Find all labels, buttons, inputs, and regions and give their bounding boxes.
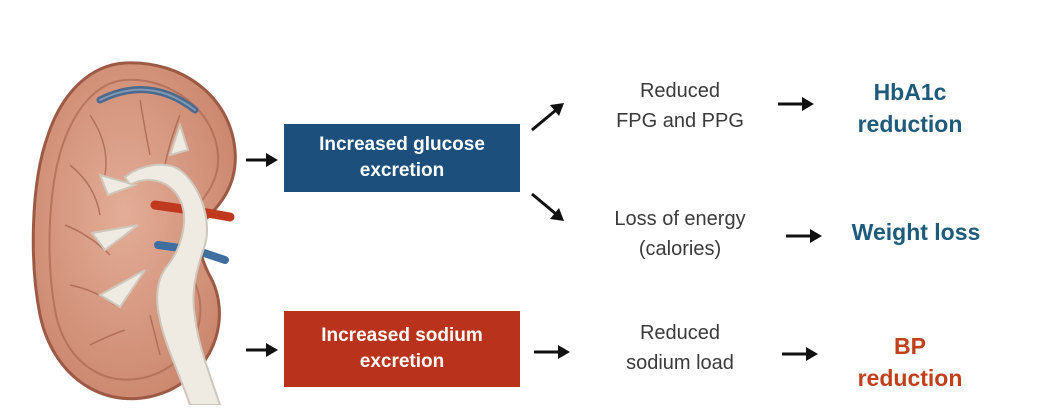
glucose-box-line1: Increased glucose	[319, 134, 485, 155]
reduced-sodium-load-label: Reduced sodium load	[580, 318, 780, 378]
glucose-box-line2: excretion	[359, 160, 445, 181]
bp-line1: BP	[894, 333, 926, 359]
weight-loss-outcome: Weight loss	[826, 216, 1006, 248]
kidney-cross-section-icon	[31, 61, 237, 405]
arrow-load-to-bp	[782, 347, 818, 361]
sodium-box-line1: Increased sodium	[321, 325, 483, 346]
reduced-fpg-ppg-label: Reduced FPG and PPG	[580, 76, 780, 136]
arrow-glucose-to-energy	[531, 192, 564, 221]
arrow-kidney-to-glucose	[246, 153, 278, 167]
bp-reduction-outcome: BP reduction	[830, 330, 990, 394]
arrow-glucose-to-fpg	[531, 103, 564, 132]
loss-energy-line1: Loss of energy	[614, 208, 746, 230]
arrow-kidney-to-sodium	[246, 343, 278, 357]
loss-energy-line2: (calories)	[638, 238, 722, 260]
sodium-box-line2: excretion	[359, 351, 445, 372]
glucose-excretion-box: Increased glucose excretion	[284, 124, 520, 192]
reduced-fpg-line1: Reduced	[639, 80, 721, 102]
arrow-fpg-to-hba1c	[778, 97, 814, 111]
weight-loss-line1: Weight loss	[851, 219, 981, 245]
reduced-sodium-line1: Reduced	[639, 322, 721, 344]
reduced-fpg-line2: FPG and PPG	[616, 110, 744, 132]
bp-line2: reduction	[857, 365, 963, 391]
sodium-excretion-box: Increased sodium excretion	[284, 311, 520, 387]
arrow-energy-to-weight	[786, 229, 822, 243]
arrow-sodium-to-load	[534, 345, 570, 359]
hba1c-line2: reduction	[857, 111, 963, 137]
loss-of-energy-label: Loss of energy (calories)	[568, 204, 792, 264]
hba1c-line1: HbA1c	[873, 79, 947, 105]
hba1c-reduction-outcome: HbA1c reduction	[830, 76, 990, 140]
reduced-sodium-line2: sodium load	[626, 352, 734, 374]
